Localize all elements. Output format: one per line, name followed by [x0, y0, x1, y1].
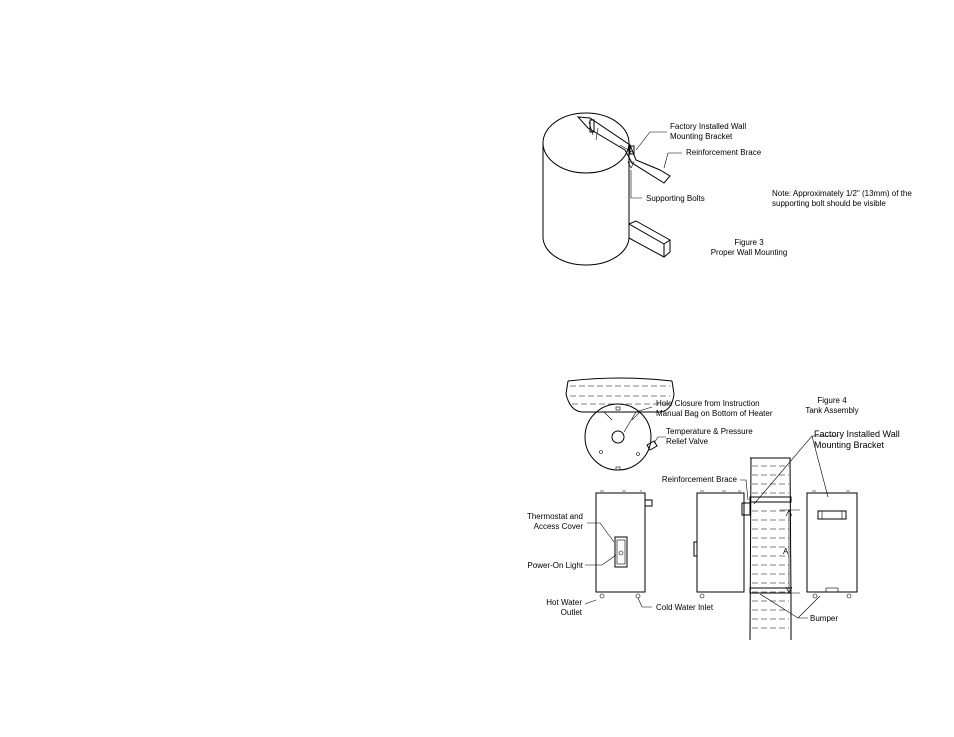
tp-valve-icon: [646, 440, 658, 451]
figure-3-lower-brace: [628, 220, 671, 258]
hot-water-label-1: Hot Water: [546, 598, 582, 607]
figure-4-front-view: [595, 490, 653, 599]
figure-4-brace-label: Reinforcement Brace: [662, 475, 738, 484]
figure-4-tank-assembly: Hole Closure from Instruction Manual Bag…: [527, 377, 900, 641]
figure-4-caption-2: Tank Assembly: [805, 406, 858, 415]
power-light-label: Power-On Light: [527, 561, 583, 570]
figure-3-bolts-label: Supporting Bolts: [646, 194, 705, 203]
figure-3-bracket-label-2: Mounting Bracket: [670, 132, 733, 141]
figure-3-wall-mounting: Factory Installed Wall Mounting Bracket …: [542, 112, 912, 266]
figure-4-tp-label-1: Temperature & Pressure: [666, 427, 753, 436]
cold-water-label: Cold Water Inlet: [656, 603, 714, 612]
thermostat-label-2: Access Cover: [534, 522, 584, 531]
figure-4-bracket-label-1: Factory Installed Wall: [814, 429, 900, 439]
figure-4-tp-label-2: Relief Valve: [666, 437, 709, 446]
hot-water-label-2: Outlet: [561, 608, 583, 617]
dimension-a: A: [780, 509, 800, 594]
thermostat-label-1: Thermostat and: [527, 512, 583, 521]
figure-3-caption-2: Proper Wall Mounting: [711, 248, 788, 257]
thermostat-cover: [614, 536, 628, 568]
figure-3-caption-1: Figure 3: [734, 238, 764, 247]
figure-4-hole-label-2: Manual Bag on Bottom of Heater: [656, 409, 773, 418]
hole-closure: [611, 430, 625, 444]
figure-4-caption-1: Figure 4: [817, 396, 847, 405]
figure-3-bracket-label-1: Factory Installed Wall: [670, 122, 746, 131]
bumper-label: Bumper: [810, 614, 838, 623]
figure-4-back-view: [806, 490, 858, 599]
power-on-light: [618, 550, 624, 556]
figure-4-bracket-label-2: Mounting Bracket: [814, 440, 885, 450]
side-bracket: [741, 502, 751, 516]
figure-3-brace-label: Reinforcement Brace: [686, 148, 762, 157]
figure-3-note-line-2: supporting bolt should be visible: [772, 199, 886, 208]
tank-bottom-circle: [584, 403, 652, 471]
figure-3-note-line-1: Note: Approximately 1/2" (13mm) of the: [772, 189, 912, 198]
dimension-a-label: A: [783, 547, 789, 556]
figure-4-hole-label-1: Hole Closure from Instruction: [656, 399, 760, 408]
figure-4-bottom-view: [565, 377, 675, 471]
figure-3-upper-brace: [576, 116, 671, 184]
figure-4-side-view: [693, 490, 751, 599]
figure-4-wall-section: [749, 457, 792, 641]
figure-3-tank: [542, 112, 630, 266]
back-bracket: [817, 510, 847, 520]
